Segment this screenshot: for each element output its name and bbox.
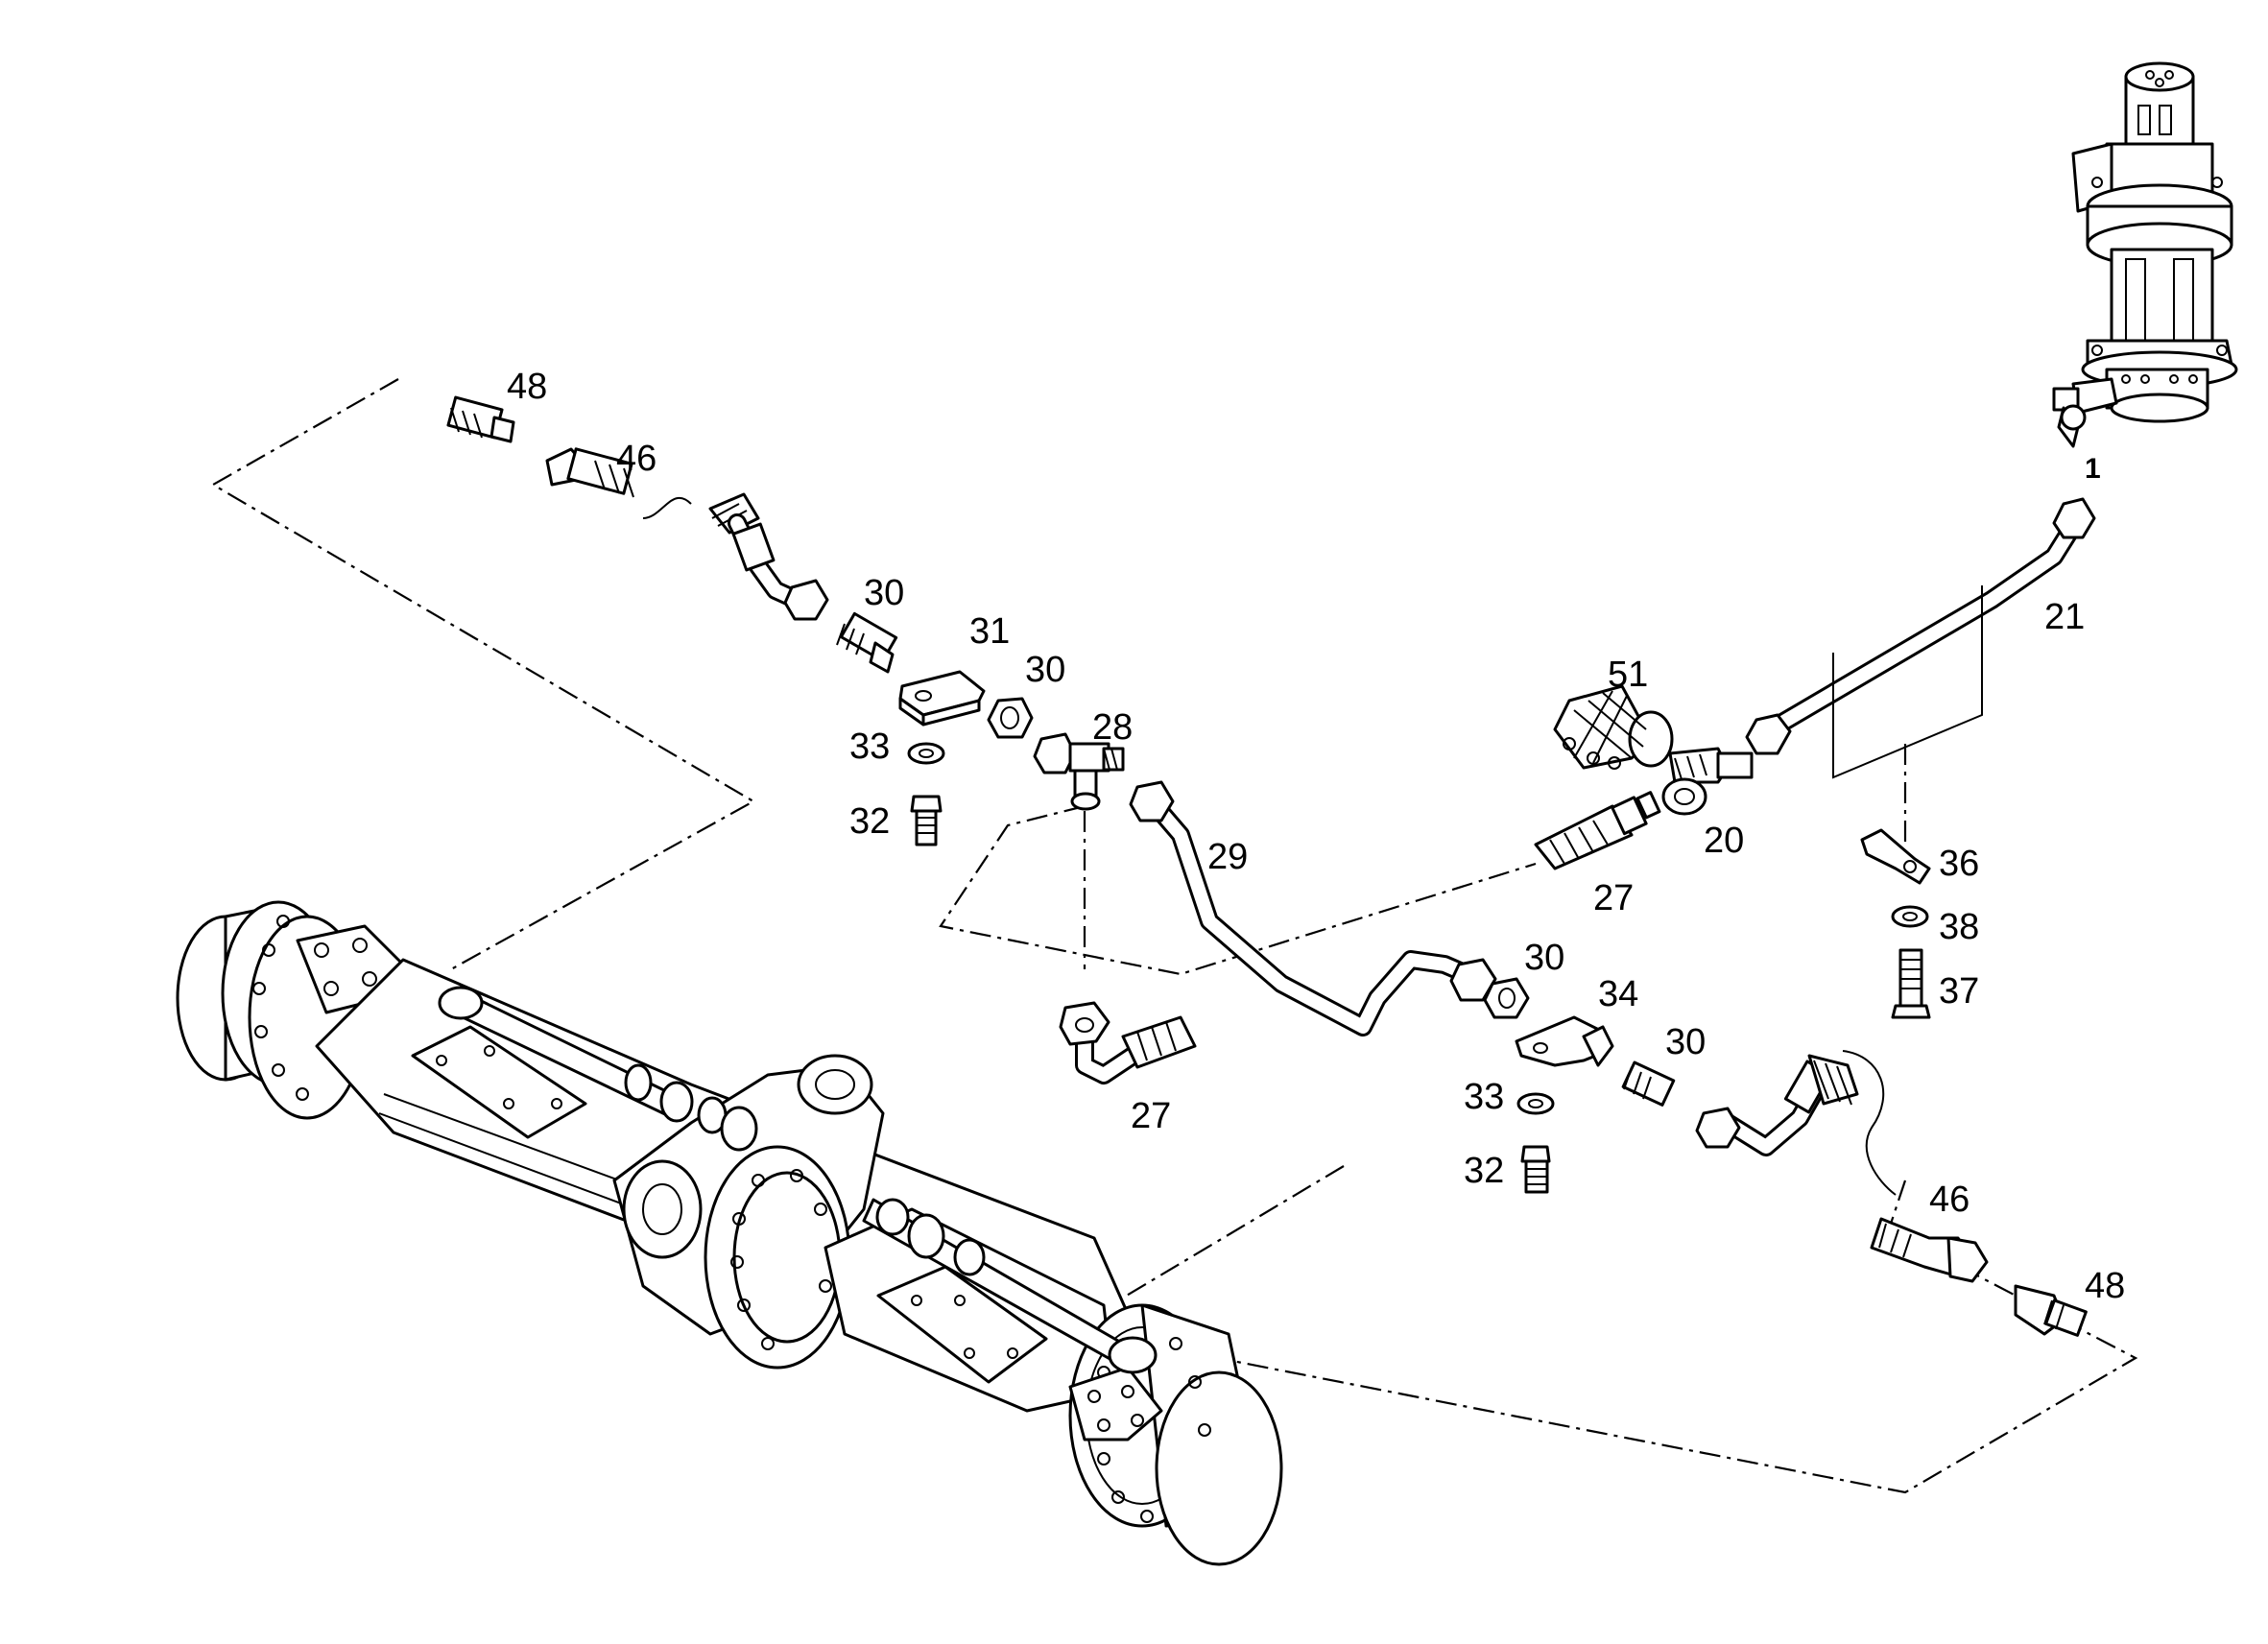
elbow-fitting-20 [1661, 747, 1754, 816]
callout-37: 37 [1939, 971, 1979, 1012]
callout-32-upper: 32 [849, 801, 890, 842]
callout-21: 21 [2044, 597, 2085, 637]
differential-housing [612, 1054, 885, 1370]
hose-27-upper [1534, 791, 1661, 870]
callout-33-upper: 33 [849, 727, 890, 767]
callout-32-lower: 32 [1464, 1151, 1504, 1191]
callout-36: 36 [1939, 844, 1979, 884]
callout-34: 34 [1598, 974, 1638, 1014]
callout-29: 29 [1207, 837, 1248, 877]
callout-48-lower: 48 [2085, 1266, 2125, 1306]
callout-28: 28 [1092, 707, 1133, 748]
lower-bracket-assembly [1483, 977, 1676, 1194]
callout-30-upper-adapter: 30 [864, 573, 904, 613]
left-drive-shaft [438, 986, 758, 1152]
axle-assembly [176, 900, 1283, 1566]
upper-hose-46 [446, 395, 829, 621]
callout-51: 51 [1608, 655, 1648, 695]
callout-30-lower-nut: 30 [1524, 938, 1564, 978]
callout-27-upper: 27 [1593, 878, 1634, 918]
upper-bracket-assembly [836, 611, 1034, 846]
callout-46-lower: 46 [1929, 1179, 1970, 1220]
hose-27-lower [1059, 1001, 1197, 1084]
callout-27-lower: 27 [1131, 1096, 1171, 1136]
right-drive-shaft [862, 1198, 1158, 1374]
callout-1: 1 [2085, 453, 2101, 485]
callout-48-upper: 48 [507, 367, 547, 407]
pipe-21 [1745, 497, 2096, 779]
filter-51 [1553, 684, 1674, 770]
callout-20: 20 [1704, 821, 1744, 861]
pipe-29 [1129, 780, 1497, 1036]
callout-30-lower-adapter: 30 [1665, 1022, 1706, 1062]
steering-valve [2052, 61, 2238, 448]
callout-46-upper: 46 [616, 439, 657, 479]
tee-fitting-28 [1033, 732, 1125, 811]
clamp-36-assembly [1860, 828, 1931, 1019]
callout-33-lower: 33 [1464, 1077, 1504, 1117]
callout-labels: 1 21 51 20 27 36 38 37 29 28 30 31 30 33… [507, 367, 2125, 1306]
lower-hose-46 [1695, 1050, 2088, 1337]
callout-38: 38 [1939, 907, 1979, 947]
callout-31: 31 [969, 611, 1010, 652]
callout-30-upper-nut: 30 [1025, 650, 1065, 690]
